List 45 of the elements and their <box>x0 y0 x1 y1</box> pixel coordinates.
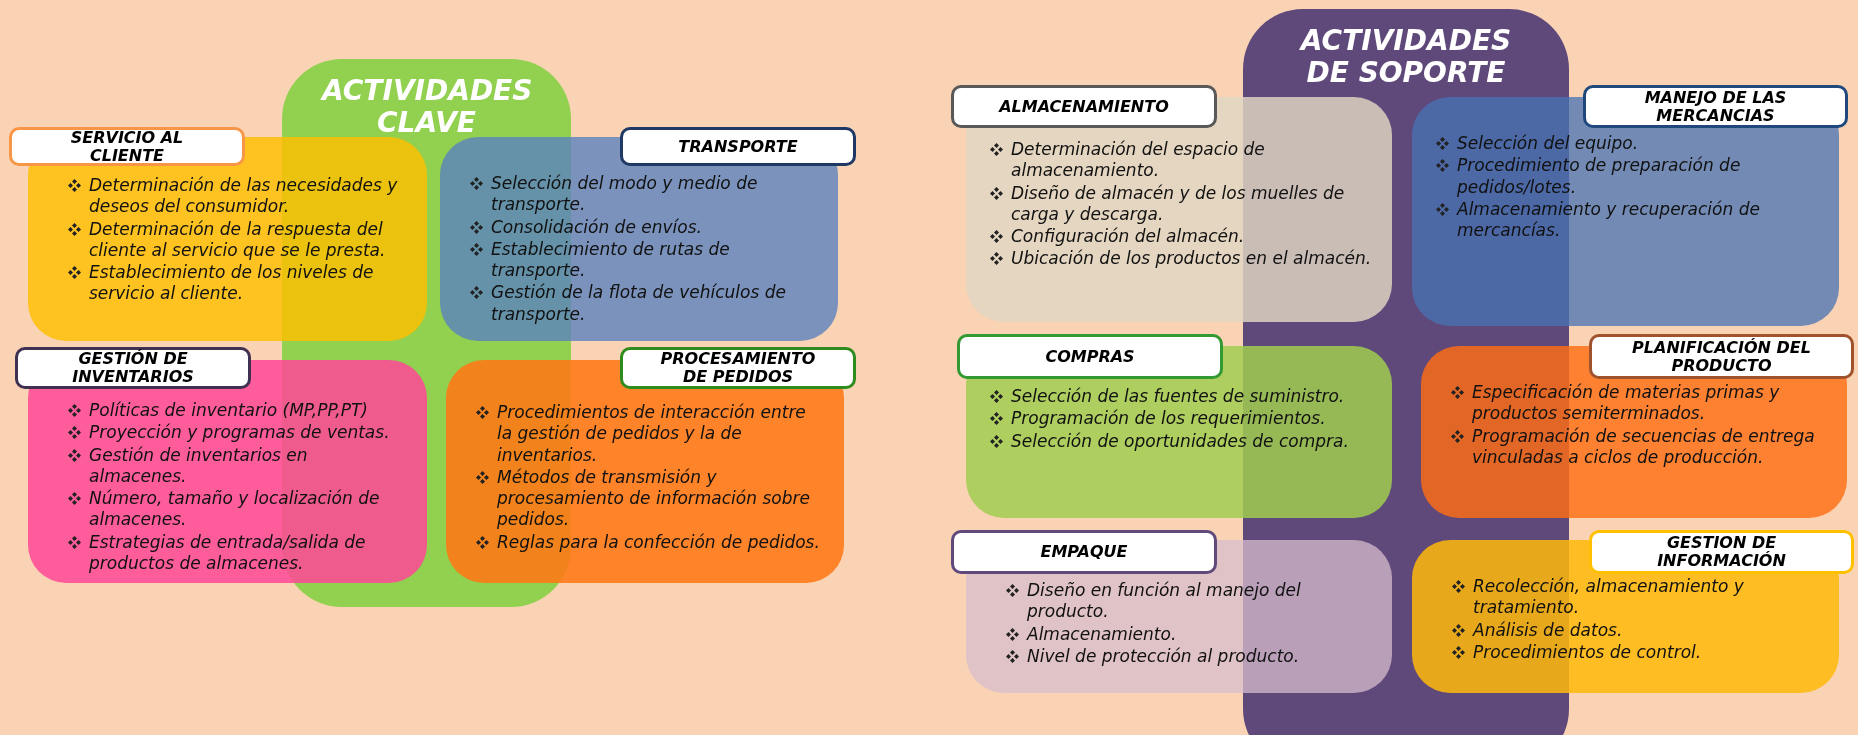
bullet-text: Gestión de inventarios en almacenes. <box>89 444 309 487</box>
bullet-text: Selección de oportunidades de compra. <box>1011 430 1349 452</box>
bullet-text: Determinación del espacio de almacenamiento. <box>1011 139 1266 182</box>
bullet-text: Configuración del almacén. <box>1011 226 1245 248</box>
band-title: ACTIVIDADES DE SOPORTE <box>1298 25 1513 90</box>
bullet-text: Especificación de materias primas y productos semiterminados. <box>1472 382 1781 425</box>
bullet-text: Políticas de inventario (MP,PP,PT) <box>89 400 368 422</box>
bullet-text: Nivel de protección al producto. <box>1027 645 1300 667</box>
heading-tab: GESTION DE INFORMACIÓN <box>1589 530 1854 574</box>
bullet-text: Selección del modo y medio de transporte. <box>491 173 759 216</box>
bullet-text: Diseño de almacén y de los muelles de carga y descarga. <box>1011 182 1346 225</box>
heading-tab: MANEJO DE LAS MERCANCIAS <box>1583 85 1848 128</box>
bullet-text: Diseño en función al manejo del producto. <box>1027 580 1302 623</box>
band-title: ACTIVIDADES CLAVE <box>319 75 534 140</box>
bullet-text: Programación de secuencias de entrega vinculadas a ciclos de producción. <box>1472 425 1816 468</box>
bullet-text: Selección del equipo. <box>1457 133 1639 155</box>
heading-tab: TRANSPORTE <box>620 127 856 166</box>
bullet-text: Procedimientos de interacción entre la gestión de pedidos y la de inventarios. <box>497 402 807 466</box>
bullet-text: Determinación de las necesidades y deseos del consumidor. <box>89 175 399 218</box>
heading-tab: EMPAQUE <box>951 530 1217 574</box>
bullet-text: Determinación de la respuesta del cliente al servicio que se le presta. <box>89 218 387 261</box>
bullet-text: Recolección, almacenamiento y tratamiento. <box>1473 576 1745 619</box>
bullet-text: Procedimiento de preparación de pedidos/lotes. <box>1457 155 1742 198</box>
bullet-text: Almacenamiento y recuperación de mercancías. <box>1457 198 1761 242</box>
bullet-text: Número, tamaño y localización de almacenes. <box>89 488 381 531</box>
bullet-text: Estrategias de entrada/salida de productos de almacenes. <box>89 531 367 574</box>
bullet-text: Análisis de datos. <box>1473 619 1623 641</box>
bullet-text: Gestión de la flota de vehículos de transporte. <box>491 282 787 325</box>
heading-tab: GESTIÓN DE INVENTARIOS <box>15 347 251 389</box>
heading-tab: SERVICIO AL CLIENTE <box>9 127 245 166</box>
bullet-text: Proyección y programas de ventas. <box>89 422 390 444</box>
bullet-text: Métodos de transmisión y procesamiento de información sobre pedidos. <box>497 466 811 531</box>
heading-tab: PLANIFICACIÓN DEL PRODUCTO <box>1589 334 1854 379</box>
heading-tab: ALMACENAMIENTO <box>951 85 1217 128</box>
bullet-text: Programación de los requerimientos. <box>1011 408 1326 430</box>
bullet-text: Procedimientos de control. <box>1473 641 1702 663</box>
bullet-text: Establecimiento de rutas de transporte. <box>491 238 731 282</box>
bullet-text: Establecimiento de los niveles de servicio al cliente. <box>89 262 375 305</box>
heading-tab: COMPRAS <box>957 334 1223 379</box>
bullet-text: Selección de las fuentes de suministro. <box>1011 386 1345 408</box>
bullet-text: Reglas para la confección de pedidos. <box>497 531 820 553</box>
bullet-text: Consolidación de envíos. <box>491 216 702 238</box>
bullet-text: Ubicación de los productos en el almacén. <box>1011 248 1372 270</box>
bullet-text: Almacenamiento. <box>1027 623 1177 645</box>
heading-tab: PROCESAMIENTO DE PEDIDOS <box>620 347 856 389</box>
